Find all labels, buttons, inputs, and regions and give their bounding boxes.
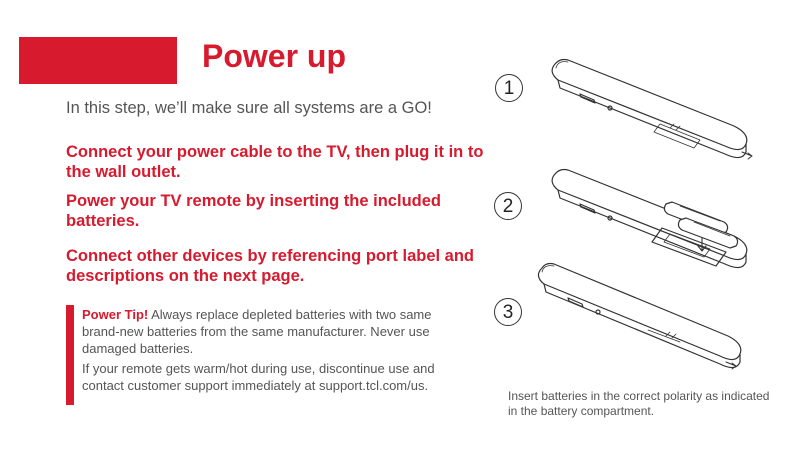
- step-power-cable: Connect your power cable to the TV, then…: [66, 143, 484, 181]
- tip-accent-bar: [66, 305, 74, 405]
- intro-text: In this step, we’ll make sure all system…: [66, 99, 432, 117]
- power-tip-text: Always replace depleted batteries with t…: [82, 307, 432, 356]
- page-title: Power up: [202, 38, 347, 74]
- step-number-3: 3: [494, 298, 522, 326]
- power-tip-label: Power Tip!: [82, 307, 149, 322]
- battery-polarity-caption: Insert batteries in the correct polarity…: [508, 389, 770, 418]
- power-tip: Power Tip! Always replace depleted batte…: [82, 306, 452, 357]
- step-number-2: 2: [494, 192, 522, 220]
- remote-cover-replaced-illustration: [537, 262, 742, 370]
- remote-battery-insert-illustration: [551, 168, 748, 269]
- warm-remote-warning: If your remote gets warm/hot during use,…: [82, 361, 435, 393]
- step-connect-devices: Connect other devices by referencing por…: [66, 247, 475, 285]
- step-number-1: 1: [495, 74, 523, 102]
- header-accent-bar: [19, 37, 177, 84]
- step-remote-batteries: Power your TV remote by inserting the in…: [66, 192, 441, 230]
- remote-back-closed-illustration: [551, 58, 753, 160]
